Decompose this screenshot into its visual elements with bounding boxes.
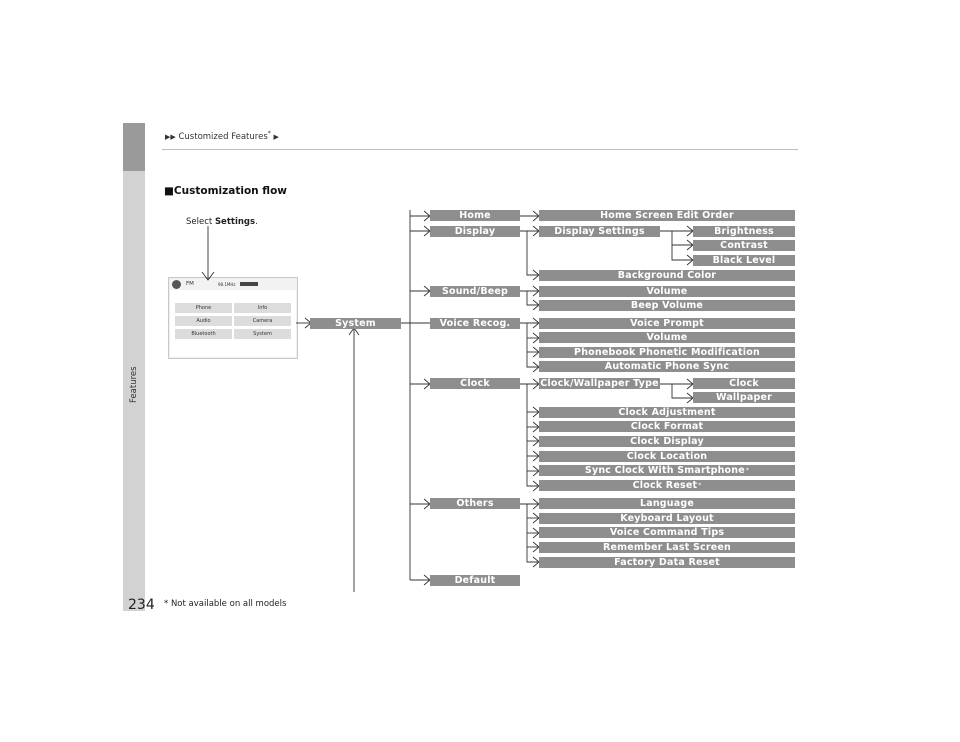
screen-button-bluetooth[interactable]: Bluetooth (175, 329, 232, 339)
flow-item-voice-volume: Volume (539, 332, 795, 343)
flow-item-voice-prompt: Voice Prompt (539, 318, 795, 329)
flow-item-black-level: Black Level (693, 255, 795, 266)
flow-item-wallpaper: Wallpaper (693, 392, 795, 403)
home-screen-thumbnail: FM 98.1MHz Phone Info Audio Camera Bluet… (168, 277, 298, 359)
flow-root-system: System (310, 318, 401, 329)
flow-item-brightness: Brightness (693, 226, 795, 237)
breadcrumb-mark: * (267, 130, 271, 137)
sync-clock-label: Sync Clock With Smartphone (584, 465, 745, 476)
select-note-settings: Settings (214, 217, 256, 227)
breadcrumb-suffix-arrow: ▶ (273, 132, 279, 141)
flow-item-beep-volume: Beep Volume (539, 300, 795, 311)
flow-category-sound-beep: Sound/Beep (430, 286, 520, 297)
heading-marker: ■ (164, 185, 174, 197)
screen-status-bar: FM 98.1MHz (170, 279, 296, 290)
flow-item-voice-command-tips: Voice Command Tips (539, 527, 795, 538)
page-number: 234 (128, 597, 155, 613)
header-divider (162, 149, 798, 150)
sidebar-tab (123, 123, 145, 611)
flow-category-clock: Clock (430, 378, 520, 389)
flow-item-display-settings: Display Settings (539, 226, 660, 237)
flow-category-default: Default (430, 575, 520, 586)
flow-item-automatic-phone-sync: Automatic Phone Sync (539, 361, 795, 372)
flow-item-keyboard-layout: Keyboard Layout (539, 513, 795, 524)
breadcrumb: ▶▶ Customized Features* ▶ (165, 130, 279, 142)
flow-item-volume: Volume (539, 286, 795, 297)
flow-item-factory-data-reset: Factory Data Reset (539, 557, 795, 568)
flow-item-clock-adjustment: Clock Adjustment (539, 407, 795, 418)
sync-clock-footnote-mark: * (745, 467, 750, 474)
flow-item-home-screen-edit-order: Home Screen Edit Order (539, 210, 795, 221)
flow-item-background-color: Background Color (539, 270, 795, 281)
select-settings-note: Select Settings. (186, 217, 258, 227)
flow-item-remember-last-screen: Remember Last Screen (539, 542, 795, 553)
flow-category-voice-recog: Voice Recog. (430, 318, 520, 329)
flow-item-clock-location: Clock Location (539, 451, 795, 462)
flow-category-others: Others (430, 498, 520, 509)
home-icon (172, 280, 181, 289)
screen-button-info[interactable]: Info (234, 303, 291, 313)
section-heading: ■Customization flow (164, 185, 287, 197)
signal-icon (240, 282, 258, 286)
flow-item-clock-display: Clock Display (539, 436, 795, 447)
flow-category-display: Display (430, 226, 520, 237)
select-note-prefix: Select (186, 217, 215, 227)
flow-item-clock-reset: Clock Reset* (539, 480, 795, 491)
flow-category-home: Home (430, 210, 520, 221)
footnote: * Not available on all models (164, 599, 287, 609)
flow-item-clock-wallpaper-type: Clock/Wallpaper Type (539, 378, 660, 389)
clock-reset-label: Clock Reset (632, 480, 698, 491)
heading-text: Customization flow (173, 185, 287, 197)
flow-item-contrast: Contrast (693, 240, 795, 251)
breadcrumb-prefix-arrows: ▶▶ (165, 132, 176, 141)
screen-band: FM (186, 281, 194, 287)
flow-item-clock-format: Clock Format (539, 421, 795, 432)
screen-button-phone[interactable]: Phone (175, 303, 232, 313)
breadcrumb-title[interactable]: Customized Features (178, 131, 268, 142)
flow-item-clock: Clock (693, 378, 795, 389)
sidebar-tab-marker (123, 123, 145, 171)
screen-frequency: 98.1MHz (218, 282, 236, 287)
screen-button-camera[interactable]: Camera (234, 316, 291, 326)
select-note-suffix: . (255, 217, 258, 227)
screen-button-audio[interactable]: Audio (175, 316, 232, 326)
flow-item-language: Language (539, 498, 795, 509)
screen-button-system[interactable]: System (234, 329, 291, 339)
clock-reset-footnote-mark: * (698, 482, 702, 489)
flow-item-sync-clock-with-smartphone: Sync Clock With Smartphone* (539, 465, 795, 476)
flow-item-phonebook-phonetic-modification: Phonebook Phonetic Modification (539, 347, 795, 358)
